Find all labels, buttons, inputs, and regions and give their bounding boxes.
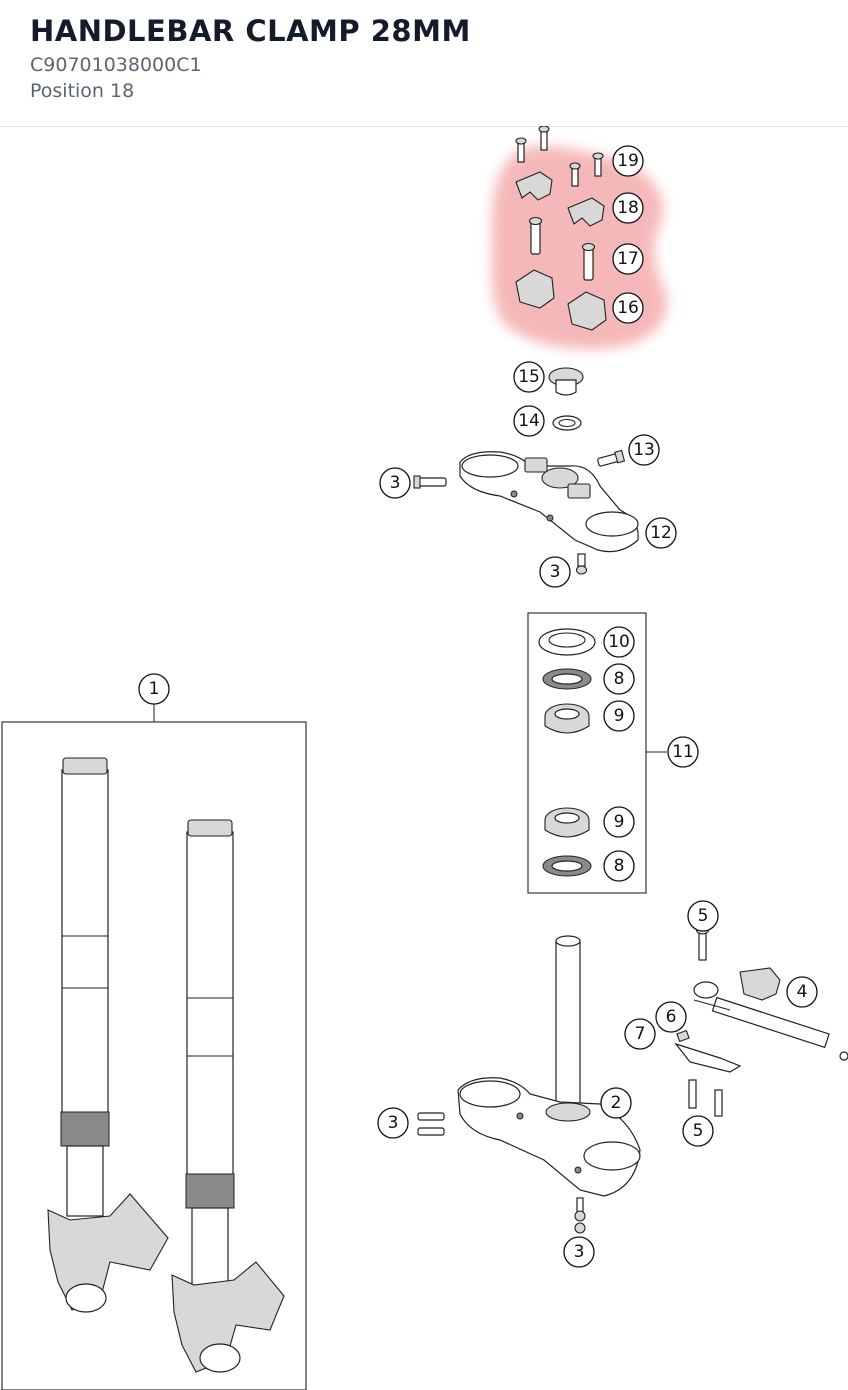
callout-2[interactable]: 2	[600, 1087, 632, 1119]
callout-label: 5	[698, 906, 709, 926]
callout-label: 9	[614, 812, 625, 832]
part-number: C90701038000C1	[30, 54, 202, 76]
callout-9[interactable]: 9	[603, 806, 635, 838]
steering-damper	[674, 925, 848, 1117]
position-label: Position 18	[30, 80, 135, 102]
callout-5[interactable]: 5	[687, 900, 719, 932]
callout-9[interactable]: 9	[603, 700, 635, 732]
callout-16[interactable]: 16	[612, 292, 644, 324]
lower-clamp-left	[515, 269, 555, 309]
callout-label: 5	[693, 1121, 704, 1141]
upper-triple-clamp	[459, 451, 639, 553]
callout-label: 13	[633, 440, 655, 460]
callout-10[interactable]: 10	[603, 626, 635, 658]
stem-nut	[548, 367, 584, 396]
callout-label: 12	[650, 523, 672, 543]
callout-19[interactable]: 19	[612, 145, 644, 177]
exploded-parts-diagram: 19 18 17 16 15 14 13 3 12 3 10	[1, 126, 848, 1390]
callout-label: 3	[388, 1113, 399, 1133]
upper-clamp-left	[515, 171, 553, 201]
callout-11[interactable]: 11	[667, 736, 699, 768]
handlebar-clamp-group[interactable]	[515, 126, 607, 331]
callout-label: 16	[617, 298, 639, 318]
callout-18[interactable]: 18	[612, 192, 644, 224]
bearing-parts	[538, 628, 596, 877]
callout-label: 3	[574, 1242, 585, 1262]
page-header: HANDLEBAR CLAMP 28MM C90701038000C1 Posi…	[0, 0, 848, 127]
callout-label: 19	[617, 151, 639, 171]
fork-leg-right	[171, 819, 285, 1373]
callout-13[interactable]: 13	[628, 434, 660, 466]
bearing-kit-box	[527, 612, 647, 894]
clamp-bolt-13	[597, 449, 626, 467]
callout-12[interactable]: 12	[645, 517, 677, 549]
callout-label: 10	[608, 632, 630, 652]
lower-triple-clamp	[457, 935, 641, 1197]
callout-label: 8	[614, 669, 625, 689]
callout-label: 3	[550, 562, 561, 582]
lower-clamp-bolts	[417, 1112, 586, 1234]
callout-label: 14	[518, 411, 540, 431]
clamp-screw	[515, 126, 604, 187]
callout-17[interactable]: 17	[612, 243, 644, 275]
callout-4[interactable]: 4	[786, 976, 818, 1008]
callout-5[interactable]: 5	[682, 1115, 714, 1147]
page-title: HANDLEBAR CLAMP 28MM	[30, 14, 471, 48]
callout-label: 7	[635, 1024, 646, 1044]
callout-label: 2	[611, 1093, 622, 1113]
upper-clamp-right	[567, 197, 605, 227]
callout-6[interactable]: 6	[655, 1001, 687, 1033]
fork-leg-left	[47, 757, 169, 1313]
callout-3[interactable]: 3	[563, 1236, 595, 1268]
callout-label: 15	[518, 367, 540, 387]
clamp-bolt	[530, 221, 541, 255]
callout-markers: 19 18 17 16 15 14 13 3 12 3 10	[138, 145, 818, 1268]
callout-15[interactable]: 15	[513, 361, 545, 393]
callout-label: 18	[617, 198, 639, 218]
callout-label: 8	[614, 856, 625, 876]
callout-label: 3	[390, 473, 401, 493]
clamp-bolt-bottom	[575, 553, 588, 575]
callout-label: 9	[614, 706, 625, 726]
callout-8[interactable]: 8	[603, 663, 635, 695]
callout-3[interactable]: 3	[539, 556, 571, 588]
callout-14[interactable]: 14	[513, 405, 545, 437]
callout-3[interactable]: 3	[379, 467, 411, 499]
clamp-bolt	[583, 247, 594, 281]
callout-7[interactable]: 7	[624, 1018, 656, 1050]
callout-3[interactable]: 3	[377, 1107, 409, 1139]
stem-washer	[552, 415, 582, 431]
callout-label: 1	[149, 679, 160, 699]
callout-label: 11	[672, 742, 694, 762]
callout-label: 17	[617, 249, 639, 269]
callout-1[interactable]: 1	[138, 673, 170, 705]
clamp-bolt-side	[413, 475, 447, 489]
callout-8[interactable]: 8	[603, 850, 635, 882]
lower-clamp-right	[567, 291, 607, 331]
callout-label: 6	[666, 1007, 677, 1027]
callout-label: 4	[797, 982, 808, 1002]
